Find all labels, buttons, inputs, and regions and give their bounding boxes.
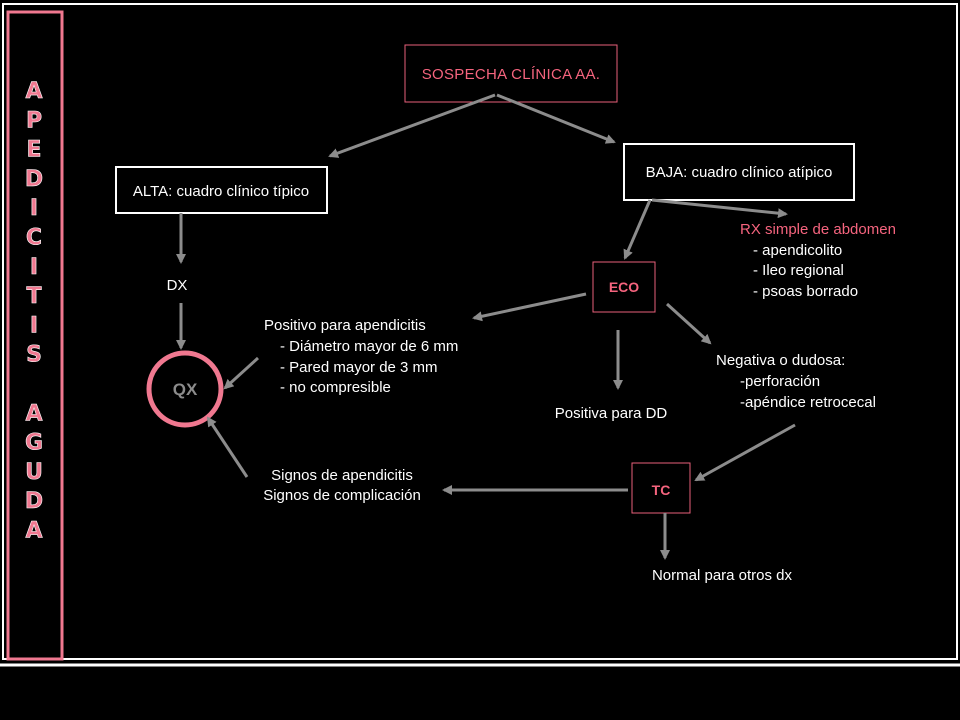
positivo-item: - no compresible: [280, 379, 391, 396]
title-letter: A: [25, 79, 42, 104]
tc-label: TC: [652, 482, 671, 498]
positivo-item: - Pared mayor de 3 mm: [280, 359, 438, 376]
title-letter: D: [25, 489, 43, 514]
title-letter: A: [25, 401, 42, 426]
arrow-baja-to-eco: [623, 199, 652, 260]
arrow-eco-to-positivo: [472, 292, 587, 322]
title-column: [6, 10, 64, 661]
title-letter: I: [30, 255, 38, 280]
rx-item: - apendicolito: [753, 242, 842, 259]
arrow-eco-to-negativa: [665, 302, 712, 345]
baja-box: [623, 143, 855, 201]
rx-item: - psoas borrado: [753, 283, 858, 300]
positivo-title: Positivo para apendicitis: [264, 317, 426, 334]
negativa-item: -apéndice retrocecal: [740, 394, 876, 411]
dx-label: DX: [167, 277, 188, 294]
negativa-item: -perforación: [740, 373, 820, 390]
arrow-sospecha-to-baja: [496, 93, 616, 144]
tc-box: [631, 462, 691, 514]
title-letter: A: [25, 519, 42, 544]
baja-label: BAJA: cuadro clínico atípico: [646, 164, 833, 181]
arrow-negativa-to-tc: [694, 423, 796, 482]
arrow-baja-to-rx: [651, 198, 788, 219]
positivo-item: - Diámetro mayor de 6 mm: [280, 338, 458, 355]
alta-box: [115, 166, 328, 214]
normal-label: Normal para otros dx: [652, 567, 793, 584]
title-letter: S: [26, 343, 42, 368]
alta-label: ALTA: cuadro clínico típico: [133, 183, 309, 200]
positiva-dd-label: Positiva para DD: [555, 405, 668, 422]
title-letter: T: [26, 284, 41, 309]
rx-item: - Ileo regional: [753, 262, 844, 279]
signos-line-2: Signos de complicación: [263, 487, 421, 504]
signos-line-1: Signos de apendicitis: [271, 467, 413, 484]
eco-label: ECO: [609, 279, 639, 295]
arrow-sospecha-to-alta: [328, 93, 496, 158]
title-letter: I: [30, 196, 38, 221]
title-letter: G: [25, 431, 43, 456]
qx-label: QX: [173, 380, 198, 399]
arrow-signos-to-qx: [206, 416, 249, 478]
sospecha-label: SOSPECHA CLÍNICA AA.: [422, 66, 601, 83]
title-letter: U: [25, 460, 43, 485]
eco-box: [592, 261, 656, 313]
arrows: [176, 93, 796, 560]
rx-title: RX simple de abdomen: [740, 221, 896, 238]
title-letter: C: [26, 226, 42, 251]
arrow-positivo-to-qx: [223, 356, 260, 390]
title-letter: E: [26, 138, 41, 163]
title-letter: D: [25, 167, 43, 192]
title-letter: I: [30, 313, 38, 338]
negativa-title: Negativa o dudosa:: [716, 352, 845, 369]
title-letter: P: [26, 108, 42, 133]
qx-circle: [146, 350, 224, 428]
slide-frame: [2, 3, 958, 660]
